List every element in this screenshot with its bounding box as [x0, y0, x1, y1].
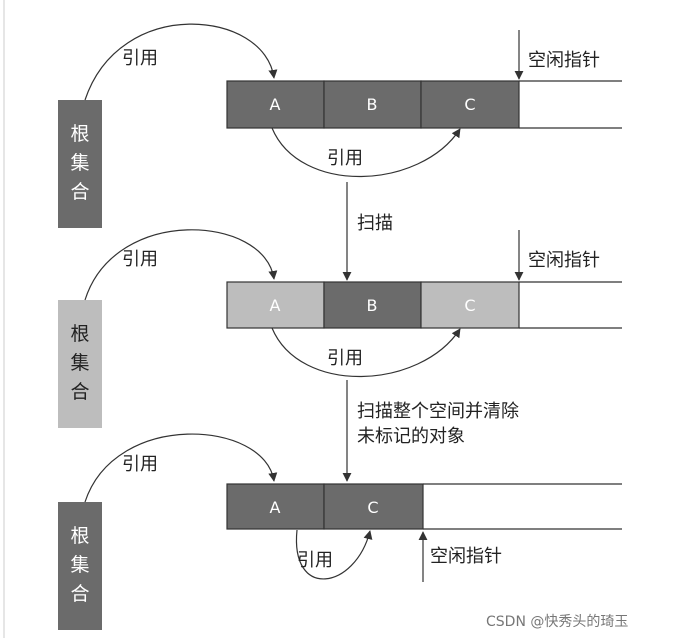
watermark-text: CSDN @快秀头的琦玉 [486, 614, 628, 630]
heap-cell-label: B [367, 296, 378, 315]
root-set-2: 根 集 合 [58, 300, 102, 428]
free-pointer-label: 空闲指针 [528, 250, 600, 271]
panel-3: 根 集 合 引用 A C 引用 空闲指针 [58, 433, 622, 630]
heap-cell-c [420, 80, 520, 129]
root-set-char: 根 [70, 123, 89, 145]
root-set-box [58, 300, 102, 428]
root-set-char: 根 [70, 323, 89, 345]
free-pointer-label: 空闲指针 [528, 50, 600, 71]
heap-cell-a [226, 281, 325, 329]
heap-cell-b [323, 281, 422, 329]
heap-cell-a [226, 80, 325, 129]
root-set-char: 合 [70, 583, 89, 605]
root-set-char: 合 [70, 381, 89, 403]
heap-cell-b [323, 80, 422, 129]
root-reference-arrow [84, 229, 278, 301]
root-set-1: 根 集 合 [58, 100, 102, 228]
heap-row-2: A B C [226, 281, 622, 329]
heap-row-3: A C [226, 483, 622, 530]
inner-reference-arrow [295, 529, 373, 580]
step-label: 扫描 [357, 213, 393, 234]
heap-cell-label: C [367, 498, 378, 517]
heap-cell-label: C [464, 95, 475, 114]
root-set-char: 集 [70, 352, 89, 374]
inner-reference-label: 引用 [297, 550, 333, 571]
root-set-char: 集 [70, 554, 89, 576]
root-reference-arrow [84, 433, 278, 503]
root-reference-arrow [84, 23, 278, 101]
heap-cell-label: A [270, 95, 281, 114]
panel-1: 根 集 合 引用 A B C 引用 空闲指针 [58, 23, 622, 228]
step-label: 扫描整个空间并清除 [357, 401, 519, 422]
root-reference-label: 引用 [122, 454, 158, 475]
inner-reference-label: 引用 [327, 348, 363, 369]
panel-2: 根 集 合 引用 A B C 引用 空闲指针 [58, 229, 622, 428]
heap-cell-label: B [367, 95, 378, 114]
step-sweep: 扫描整个空间并清除 未标记的对象 [342, 380, 519, 482]
heap-cell-c [323, 483, 424, 530]
root-set-3: 根 集 合 [58, 502, 102, 630]
free-pointer-label: 空闲指针 [430, 546, 502, 567]
heap-cell-label: A [270, 498, 281, 517]
heap-row-1: A B C [226, 80, 622, 129]
inner-reference-label: 引用 [327, 148, 363, 169]
inner-reference-arrow [271, 327, 461, 378]
root-set-box [58, 502, 102, 630]
heap-cell-label: A [270, 296, 281, 315]
root-set-box [58, 100, 102, 228]
root-reference-label: 引用 [122, 249, 158, 270]
step-label: 未标记的对象 [357, 426, 465, 447]
root-reference-label: 引用 [122, 48, 158, 69]
step-scan: 扫描 [342, 182, 393, 281]
root-set-char: 合 [70, 181, 89, 203]
heap-cell-label: C [464, 296, 475, 315]
inner-reference-arrow [271, 127, 461, 178]
heap-cell-c [420, 281, 520, 329]
root-set-char: 集 [70, 152, 89, 174]
root-set-char: 根 [70, 525, 89, 547]
